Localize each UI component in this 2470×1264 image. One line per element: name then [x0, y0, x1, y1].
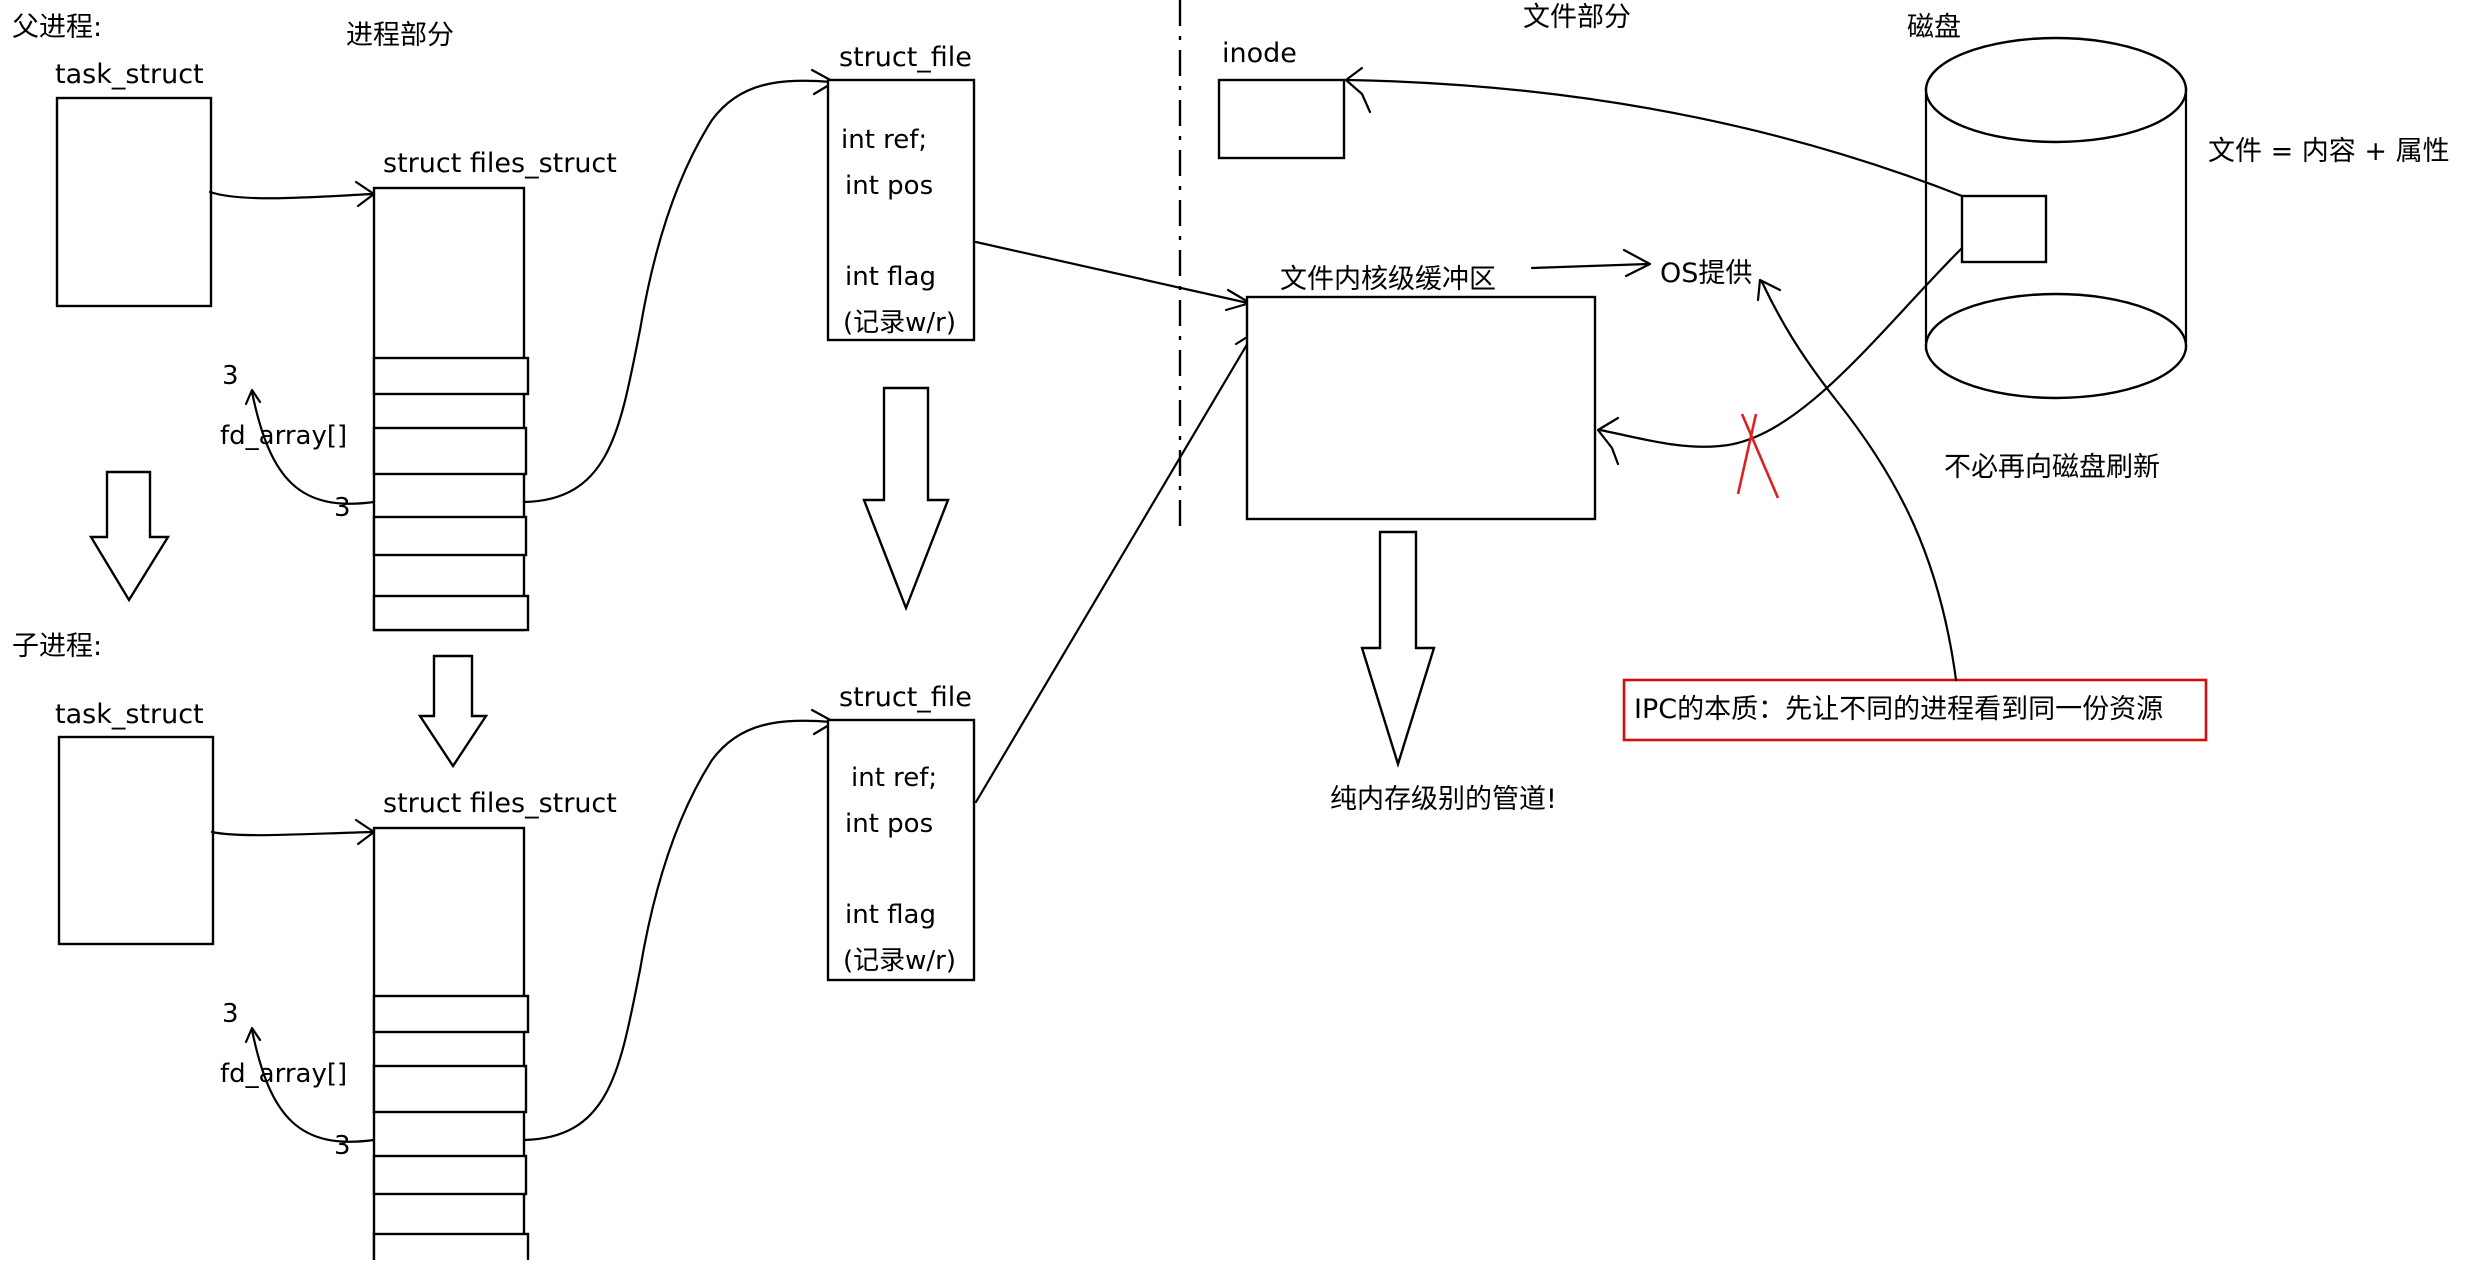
ipc-to-os-arrow	[1760, 280, 1958, 682]
parent-struct-file-field-pos: int pos	[845, 171, 933, 201]
parent-task-struct-box	[55, 96, 213, 308]
child-files-struct-label: struct files_struct	[383, 788, 617, 819]
child-fd-slot-3	[372, 1232, 530, 1264]
parent-fd-slot-0	[372, 356, 530, 396]
child-struct-file-field-flag: int flag	[845, 900, 936, 930]
disk-to-buffer-arrow	[1598, 246, 1964, 448]
kernel-buffer-label: 文件内核级缓冲区	[1280, 264, 1496, 295]
child-task-struct-box	[57, 735, 215, 946]
parent-fd-slot-3	[372, 594, 530, 632]
parent-files-struct-label: struct files_struct	[383, 148, 617, 179]
parent-fd-slot-2	[372, 515, 528, 557]
child-fd-num-top: 3	[222, 999, 239, 1029]
parent-struct-file-label: struct_file	[839, 42, 972, 73]
process-section-title: 进程部分	[346, 20, 454, 51]
child-struct-file-label: struct_file	[839, 682, 972, 713]
parent-struct-file-field-mode: (记录w/r)	[843, 308, 956, 338]
child-struct-file-field-pos: int pos	[845, 809, 933, 839]
no-disk-flush-label: 不必再向磁盘刷新	[1944, 452, 2160, 483]
buffer-to-os-arrowhead	[1622, 248, 1652, 278]
parent-files-struct-box	[372, 186, 526, 632]
os-provides-label: OS提供	[1660, 258, 1752, 289]
parent-struct-file-box	[826, 78, 976, 342]
parent-task-struct-label: task_struct	[55, 59, 204, 90]
disk-cylinder	[1924, 36, 2188, 400]
child-fd-index-arrowhead	[244, 1026, 262, 1044]
parent-struct-file-field-ref: int ref;	[841, 125, 927, 155]
child-task-to-files-arrow	[210, 830, 374, 837]
child-fd-slot-1	[372, 1064, 528, 1114]
disk-to-buffer-arrowhead	[1596, 416, 1620, 466]
disk-top-ellipse	[1924, 36, 2188, 144]
parent-fd-num-bottom: 3	[334, 493, 351, 523]
parent-fd-array-label: fd_array[]	[220, 421, 347, 451]
parent-fd-index-arrowhead	[244, 388, 262, 406]
file-equation-label: 文件 = 内容 + 属性	[2208, 136, 2450, 167]
buffer-down-block-arrow	[1360, 530, 1436, 769]
child-struct-file-field-ref: int ref;	[851, 763, 937, 793]
file-section-title: 文件部分	[1523, 2, 1631, 33]
ipc-essence-box	[1622, 678, 2208, 742]
child-file-to-buffer-arrow	[974, 334, 1254, 804]
disk-to-inode-arrow	[1346, 78, 1964, 198]
child-process-label: 子进程:	[12, 631, 102, 662]
parent-fd-num-top: 3	[222, 361, 239, 391]
buffer-to-os-arrow	[1530, 262, 1650, 270]
child-task-struct-label: task_struct	[55, 699, 204, 730]
parent-process-label: 父进程:	[12, 12, 102, 43]
process-copy-block-arrow	[88, 470, 171, 603]
parent-fd-index-curve	[250, 390, 376, 505]
child-fd-num-bottom: 3	[334, 1131, 351, 1161]
child-struct-file-field-mode: (记录w/r)	[843, 946, 956, 976]
inode-label: inode	[1222, 38, 1297, 69]
disk-bottom-ellipse	[1924, 292, 2188, 400]
child-fd-slot-2	[372, 1154, 528, 1196]
kernel-buffer-box	[1245, 295, 1597, 521]
child-fd-array-label: fd_array[]	[220, 1059, 347, 1089]
parent-task-to-files-arrow	[208, 190, 374, 200]
parent-struct-file-field-flag: int flag	[845, 262, 936, 292]
files-copy-block-arrow	[417, 654, 489, 769]
cross-stroke-2	[1736, 413, 1758, 495]
child-fd-to-struct-file-arrow	[522, 719, 834, 1142]
disk-to-inode-arrowhead	[1344, 66, 1372, 114]
pure-memory-pipe-label: 纯内存级别的管道!	[1330, 784, 1557, 815]
child-fd-slot-0	[372, 994, 530, 1034]
child-fd-index-curve	[250, 1028, 376, 1143]
parent-fd-to-struct-file-arrow	[522, 79, 834, 504]
child-struct-file-box	[826, 718, 976, 982]
inode-box	[1217, 78, 1346, 160]
disk-data-block	[1960, 194, 2048, 264]
disk-title: 磁盘	[1907, 12, 1961, 43]
cross-stroke-1	[1740, 413, 1780, 499]
struct-file-copy-block-arrow	[862, 386, 950, 612]
ipc-essence-label: IPC的本质：先让不同的进程看到同一份资源	[1634, 694, 2163, 725]
no-flush-cross-mark	[1736, 413, 1780, 499]
parent-file-to-buffer-arrow	[974, 240, 1250, 305]
ipc-to-os-arrowhead	[1756, 278, 1782, 302]
parent-fd-slot-1	[372, 426, 528, 476]
